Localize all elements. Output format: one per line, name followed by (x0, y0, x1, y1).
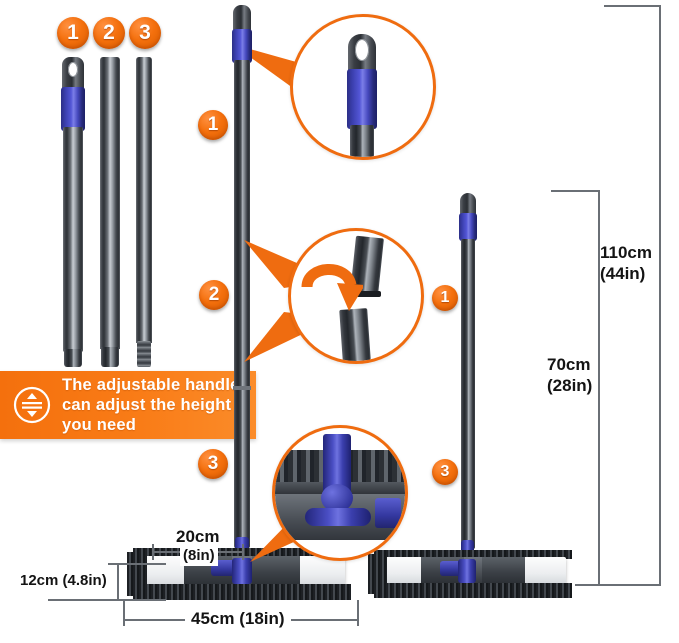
callout-bubble-2 (288, 228, 424, 364)
mop-head-swivel-base (232, 558, 252, 584)
parts-badge-3: 3 (129, 17, 161, 49)
height-adjust-icon (13, 386, 51, 424)
dim-tick-top-110 (604, 5, 660, 7)
dim-label-45cm: 45cm (18in) (185, 609, 291, 629)
banner-line-1: The adjustable handle (62, 376, 240, 394)
dim-line-70 (598, 190, 600, 585)
banner-line-2: can adjust the height (62, 396, 232, 414)
callout-bubble-3 (272, 425, 408, 561)
dim-line-110 (659, 5, 661, 585)
dim-label-110cm: 110cm (600, 243, 652, 262)
short-mop-head-swivel-base (458, 559, 476, 583)
dim-label-20in: (8in) (180, 546, 218, 566)
bubble3-clip (375, 498, 401, 528)
dim-label-12cm: 12cm (4.8in) (18, 571, 109, 591)
short-mop-pad-white-right (525, 557, 566, 584)
dim-12cm-line (117, 563, 119, 601)
dim-20cm-tick-left (152, 544, 154, 560)
dim-45cm-tick-left (123, 600, 125, 626)
banner-line-3: you need (62, 416, 137, 434)
bubble3-swivel-bar (305, 508, 371, 526)
short-mop-head (368, 550, 572, 598)
dim-label-20cm: 20cm (176, 527, 220, 546)
tall-mop-badge-1: 1 (198, 110, 228, 140)
parts-badge-2: 2 (93, 17, 125, 49)
dim-label-70cm: 70cm (547, 355, 591, 374)
dim-label-70in: (28in) (547, 376, 593, 395)
dim-12cm-tick-top (108, 563, 166, 565)
pole-segment-1 (61, 57, 85, 367)
mop-pad-gray-right (252, 556, 300, 586)
dim-label-110in: (44in) (600, 264, 646, 283)
dim-20cm-tick-right (242, 544, 244, 560)
short-mop-badge-1: 1 (432, 285, 458, 311)
pole-segment-2 (99, 57, 121, 367)
dim-12cm-tick-bottom (48, 599, 166, 601)
mop-pad-white-right (299, 556, 345, 586)
pole-segment-3 (134, 57, 154, 367)
callout-bubble-1 (290, 14, 436, 160)
short-mop-pole (458, 193, 478, 558)
dim-tick-top-70 (551, 190, 599, 192)
tall-mop-badge-3: 3 (198, 449, 228, 479)
dim-45cm-tick-right (357, 600, 359, 626)
dim-baseline-right (575, 584, 661, 586)
rotate-arrow-icon (301, 264, 363, 311)
parts-badge-1: 1 (57, 17, 89, 49)
short-mop-pad-gray-right (482, 557, 526, 584)
tall-mop-badge-2: 2 (199, 280, 229, 310)
short-mop-badge-3: 3 (432, 459, 458, 485)
tall-mop-pole (231, 5, 253, 555)
bubble3-swivel-ball (321, 484, 353, 512)
adjustable-handle-banner: The adjustable handle can adjust the hei… (0, 371, 256, 439)
